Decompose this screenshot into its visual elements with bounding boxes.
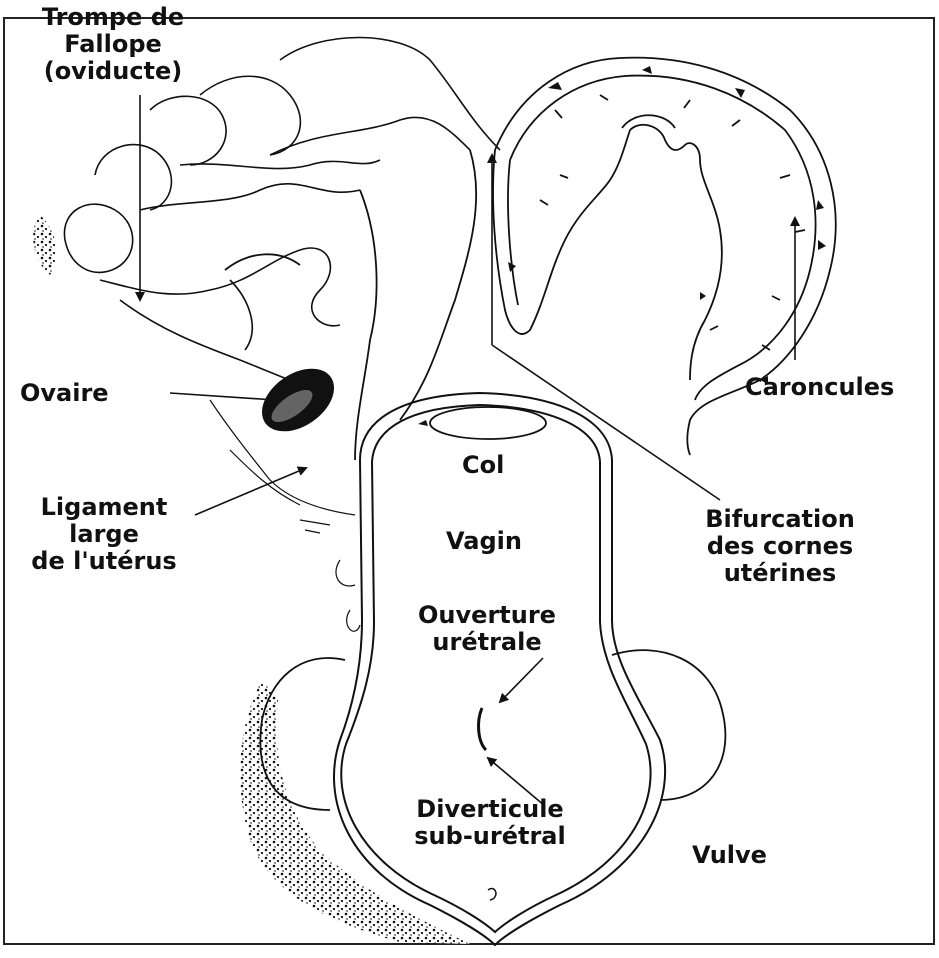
label-bifurcation-line1: Bifurcation [680,506,880,533]
label-bifurcation-line2: des cornes [680,533,880,560]
broad-ligament [210,400,360,631]
label-ouverture-line2: urétrale [412,629,562,656]
label-ovaire: Ovaire [20,380,109,407]
label-diverticule-line1: Diverticule [400,796,580,823]
label-ligament-line3: de l'utérus [14,548,194,575]
cervix-tip-mark [418,420,428,426]
label-col: Col [462,452,504,479]
label-caroncules-text: Caroncules [745,374,894,401]
cervix [430,407,546,439]
label-bifurcation: Bifurcation des cornes utérines [680,506,880,587]
label-trompe-line1: Trompe de [8,4,218,31]
label-ouverture-line1: Ouverture [412,602,562,629]
label-ligament-line2: large [14,521,194,548]
oviduct-coils [64,38,500,396]
label-vagin: Vagin [446,528,522,555]
label-col-text: Col [462,452,504,479]
label-ligament: Ligament large de l'utérus [14,494,194,575]
label-trompe: Trompe de Fallope (oviducte) [8,4,218,85]
label-ligament-line1: Ligament [14,494,194,521]
urethral-opening [479,708,486,750]
label-vulve: Vulve [692,842,767,869]
stippled-tissue-upper [33,215,56,275]
line-bifurcation [492,345,720,500]
label-caroncules: Caroncules [745,374,894,401]
label-diverticule: Diverticule sub-urétral [400,796,580,850]
caruncle-marks [508,66,826,384]
arrow-ligament [195,468,306,515]
label-bifurcation-line3: utérines [680,560,880,587]
label-vagin-text: Vagin [446,528,522,555]
label-ovaire-text: Ovaire [20,380,109,407]
arrow-ovaire [170,393,275,400]
label-trompe-line3: (oviducte) [8,58,218,85]
label-trompe-line2: Fallope [8,31,218,58]
label-ouverture: Ouverture urétrale [412,602,562,656]
label-diverticule-line2: sub-urétral [400,823,580,850]
arrow-ouverture [500,658,543,702]
label-vulve-text: Vulve [692,842,767,869]
